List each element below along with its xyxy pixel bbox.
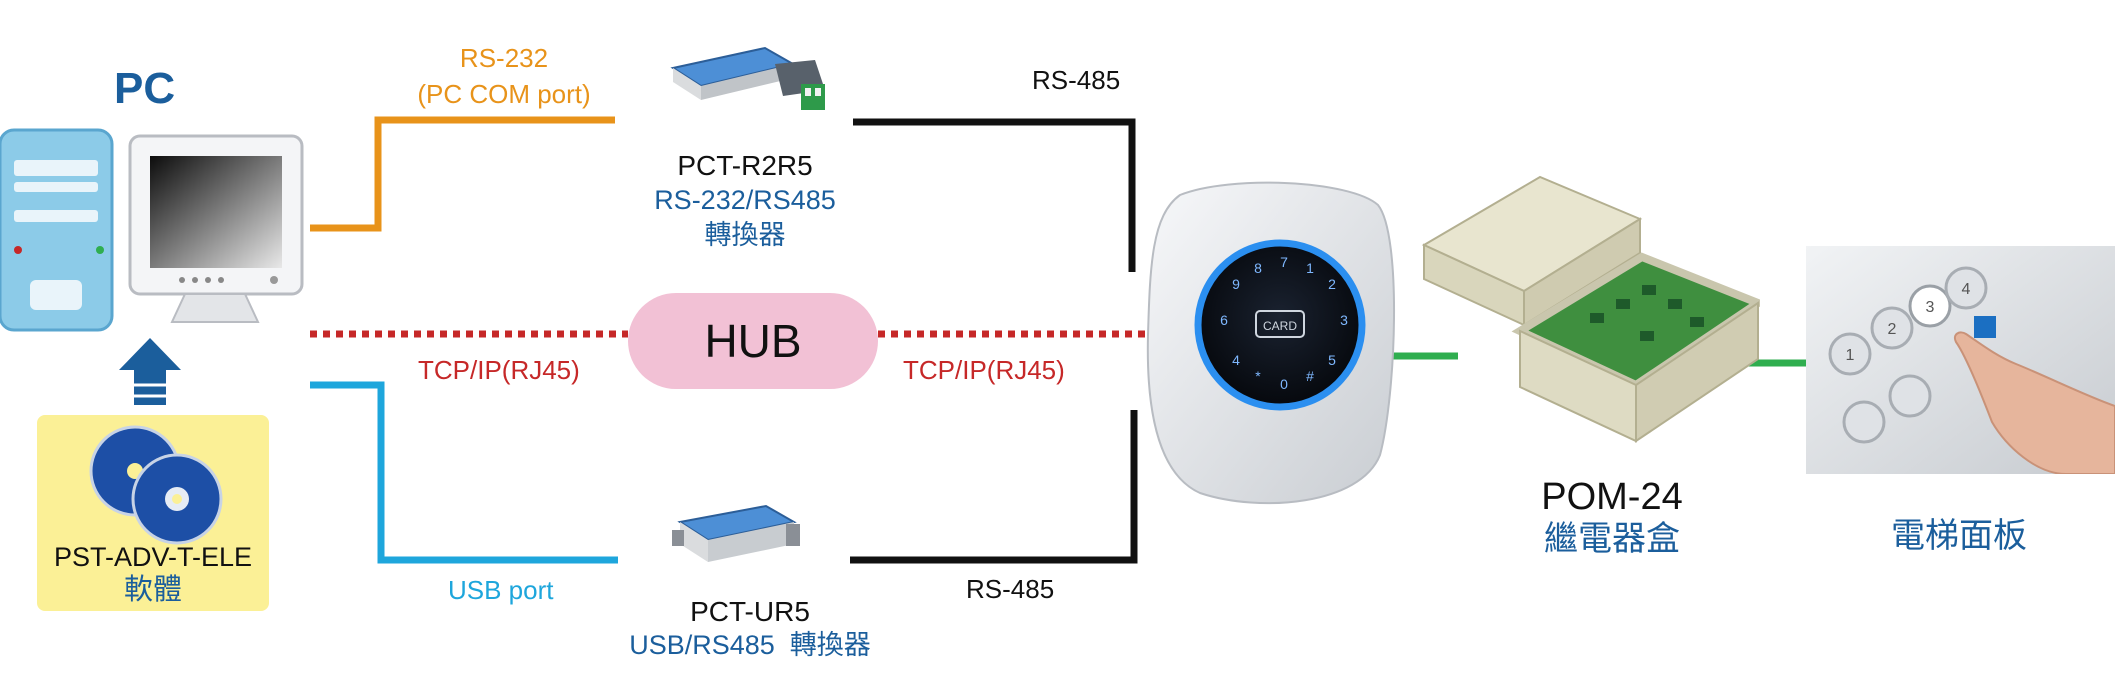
relay-model: POM-24 xyxy=(1541,476,1683,518)
r2r5-type: RS-232/RS485 xyxy=(654,185,836,215)
usb-label: USB port xyxy=(448,575,554,605)
elevator-btn-2: 2 xyxy=(1888,321,1897,338)
hub-node: HUB xyxy=(628,293,878,389)
elevator-label: 電梯面板 xyxy=(1891,517,2027,555)
elevator-btn-1: 1 xyxy=(1846,347,1855,364)
rs232-sub-label: (PC COM port) xyxy=(417,79,591,109)
software-name: PST-ADV-T-ELE xyxy=(53,542,253,572)
ur5-model: PCT-UR5 xyxy=(690,596,810,627)
key-2: 2 xyxy=(1328,276,1336,292)
rs232-line xyxy=(310,116,615,232)
key-hash: # xyxy=(1306,368,1314,384)
relay-box-icon xyxy=(1421,175,1760,443)
relay-desc: 繼電器盒 xyxy=(1544,520,1680,558)
software-box xyxy=(37,415,269,611)
tcp-left-label: TCP/IP(RJ45) xyxy=(418,355,580,385)
elevator-btn-3: 3 xyxy=(1926,299,1935,316)
rs232-rs485-converter-icon xyxy=(670,46,825,110)
key-6: 6 xyxy=(1220,312,1228,328)
rs485-line-bottom xyxy=(850,410,1138,564)
key-star: * xyxy=(1255,368,1261,384)
card-reader-keypad-icon: CARD 9 8 7 1 2 3 6 5 4 # 0 * xyxy=(1146,181,1396,505)
elevator-btn-4: 4 xyxy=(1962,281,1971,298)
pc-tower-icon xyxy=(0,128,114,332)
r2r5-model: PCT-R2R5 xyxy=(677,150,813,181)
key-8: 8 xyxy=(1254,260,1262,276)
reader-card-text: CARD xyxy=(1263,319,1297,333)
key-1: 1 xyxy=(1306,260,1314,276)
usb-rs485-converter-icon xyxy=(672,504,800,562)
software-label: 軟體 xyxy=(123,574,182,606)
rs485-top-label: RS-485 xyxy=(1032,65,1121,95)
key-3: 3 xyxy=(1340,312,1348,328)
key-5: 5 xyxy=(1328,352,1336,368)
pc-title: PC xyxy=(114,64,176,113)
rs485-line-top xyxy=(853,118,1136,272)
hub-label: HUB xyxy=(704,315,802,367)
tcp-right-label: TCP/IP(RJ45) xyxy=(903,355,1065,385)
key-0: 0 xyxy=(1280,376,1288,392)
key-4: 4 xyxy=(1232,352,1240,368)
rs485-bottom-label: RS-485 xyxy=(966,574,1055,604)
r2r5-desc: 轉換器 xyxy=(704,220,786,250)
elevator-panel-photo: 1 2 3 4 xyxy=(1806,246,2115,474)
key-9: 9 xyxy=(1232,276,1240,292)
cd-disc-icon xyxy=(89,425,223,545)
usb-line xyxy=(310,381,618,564)
ur5-desc: USB/RS485 轉換器 xyxy=(629,630,871,660)
install-arrow-icon xyxy=(119,338,181,405)
rs232-label: RS-232 xyxy=(459,43,549,73)
key-7: 7 xyxy=(1280,254,1288,270)
monitor-icon xyxy=(128,134,304,323)
